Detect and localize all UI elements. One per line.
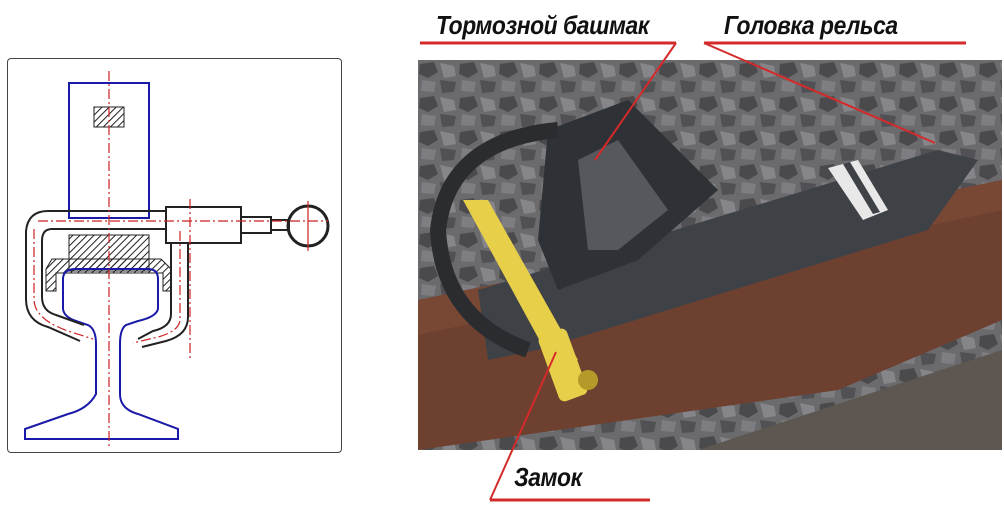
label-lock: Замок: [514, 462, 582, 492]
label-brake-shoe: Тормозной башмак: [436, 10, 649, 40]
rail-clamp-drawing: [24, 71, 330, 447]
rail-profile: [24, 268, 179, 440]
brake-shoe-photo: [418, 60, 1002, 450]
technical-drawing-panel: [7, 58, 342, 453]
label-rail-head: Головка рельса: [724, 10, 898, 40]
